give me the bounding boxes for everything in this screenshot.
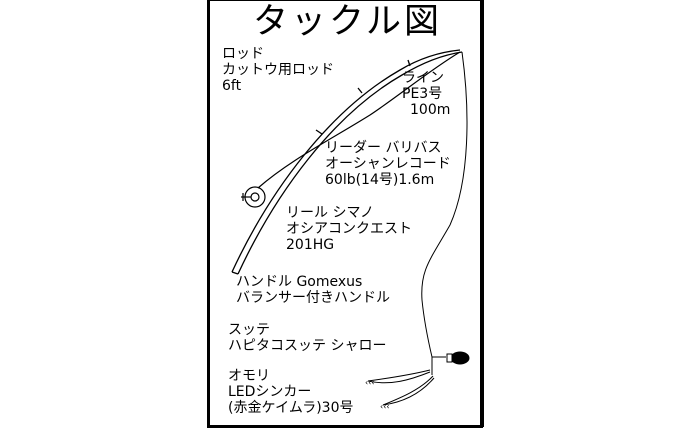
leader-spec: 60lb(14号)1.6m (325, 172, 435, 188)
line-heading: ライン (402, 70, 444, 86)
svg-text:‹‹‹: ‹‹‹ (380, 402, 390, 411)
leader-heading: リーダー バリバス (325, 140, 442, 156)
rod-heading: ロッド (222, 46, 264, 62)
leader-label: リーダー バリバス オーシャンレコード 60lb(14号)1.6m (325, 140, 451, 188)
handle-label: ハンドル Gomexus バランサー付きハンドル (236, 274, 390, 306)
reel-name: オシアコンクエスト (286, 221, 412, 237)
reel-heading: リール シマノ (286, 205, 375, 221)
line-label: ライン PE3号 100m (402, 70, 450, 118)
svg-text:‹‹‹: ‹‹‹ (365, 378, 375, 387)
rod-label: ロッド カットウ用ロッド 6ft (222, 46, 334, 94)
fishing-line (421, 51, 468, 358)
reel-model: 201HG (286, 237, 335, 253)
reel-label: リール シマノ オシアコンクエスト 201HG (286, 205, 412, 253)
sinker-name: LEDシンカー (228, 384, 312, 400)
rod-icon (231, 49, 463, 275)
sinker-label: オモリ LEDシンカー (赤金ケイムラ)30号 (228, 368, 353, 416)
reel-icon (241, 51, 461, 208)
sinker-spec: (赤金ケイムラ)30号 (228, 400, 354, 416)
rod-length: 6ft (222, 78, 242, 94)
sinker-heading: オモリ (228, 368, 270, 384)
rod-name: カットウ用ロッド (222, 62, 334, 78)
sutte-name: ハピタコスッテ シャロー (228, 338, 387, 354)
sutte-rig-icon: ‹‹‹ ‹‹‹ (365, 351, 470, 411)
frame-edge (482, 0, 484, 427)
sutte-heading: スッテ (228, 322, 270, 338)
page-title: タックル図 (253, 2, 442, 42)
line-type: PE3号 (402, 86, 443, 102)
handle-heading: ハンドル Gomexus (236, 274, 363, 290)
line-length: 100m (410, 102, 451, 118)
leader-name: オーシャンレコード (325, 156, 451, 172)
sutte-label: スッテ ハピタコスッテ シャロー (228, 322, 386, 354)
handle-name: バランサー付きハンドル (236, 290, 390, 306)
